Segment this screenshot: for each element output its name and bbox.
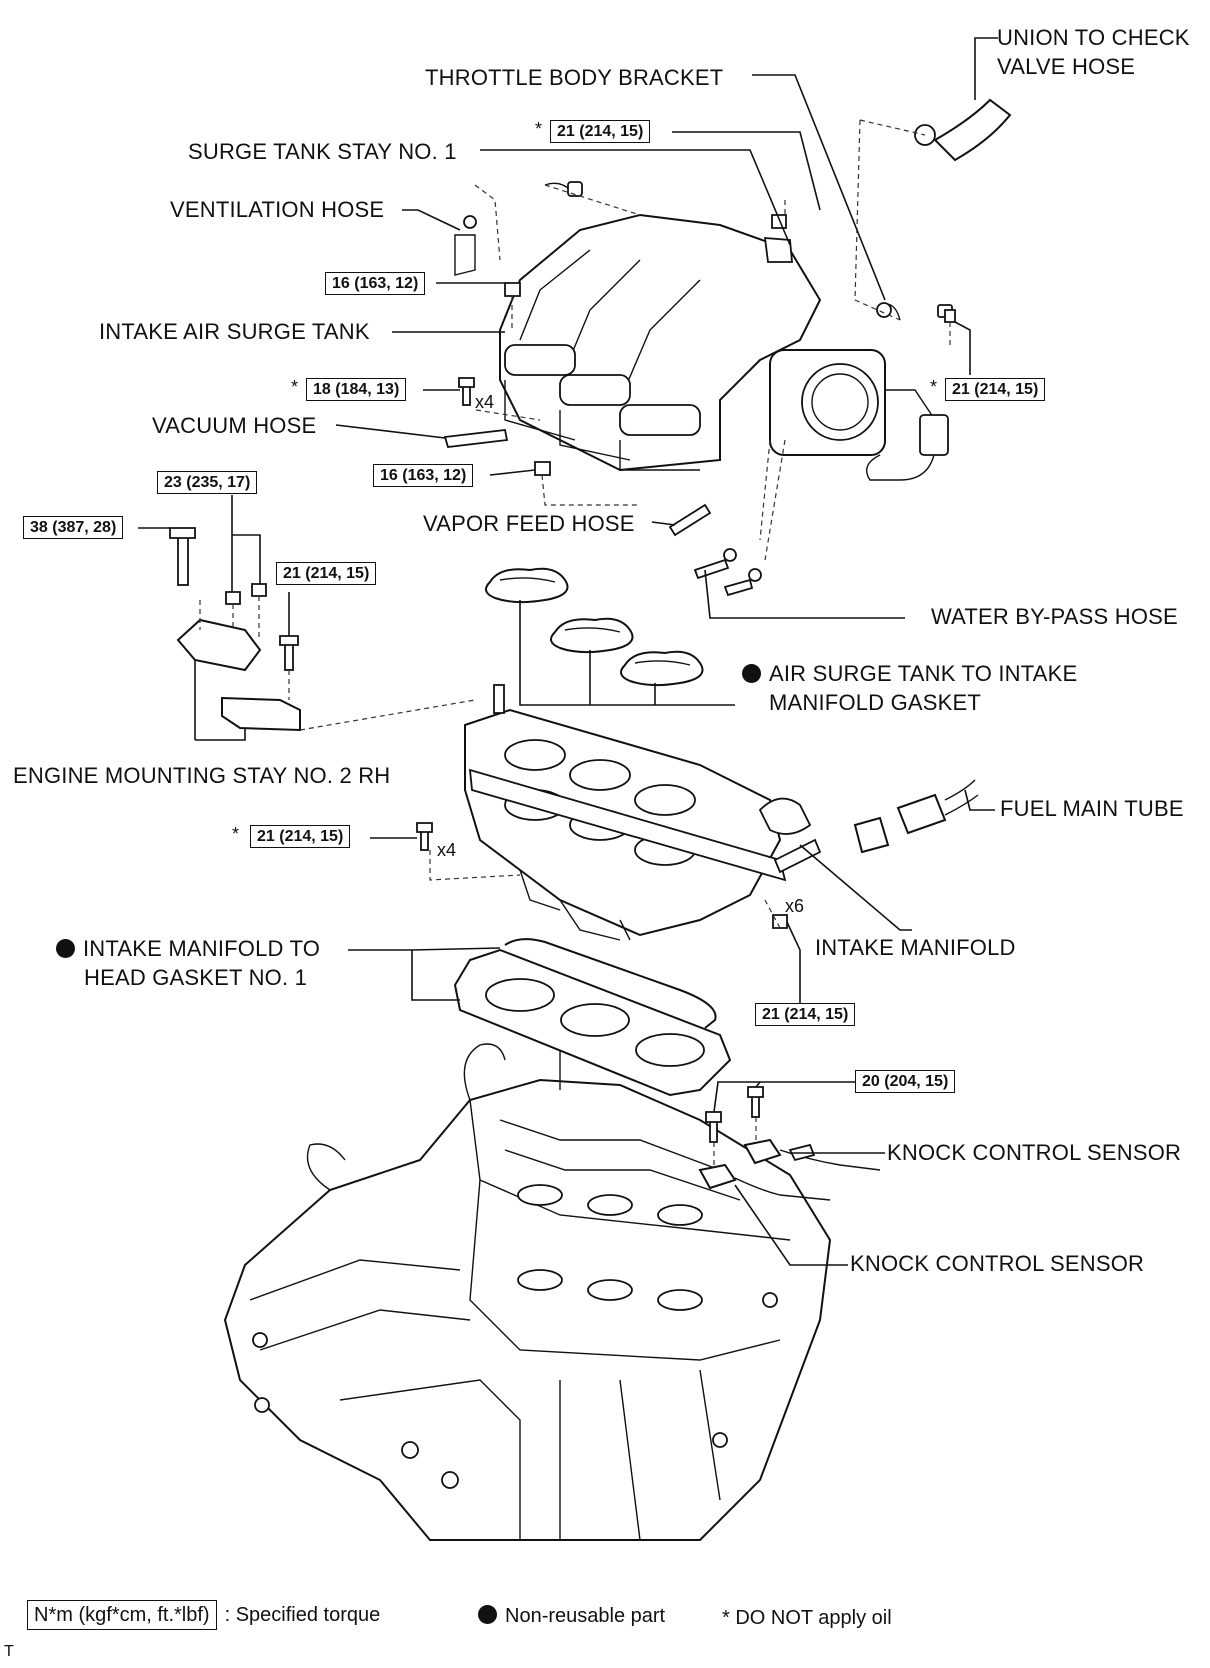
throttle-body-drawing [769, 349, 949, 481]
label-union-check-valve-hose-2: VALVE HOSE [997, 54, 1136, 79]
label-surge-tank-stay: SURGE TANK STAY NO. 1 [188, 139, 457, 164]
torque-manifold-nuts: 21 (214, 15) [755, 1003, 856, 1026]
label-vapor-feed-hose: VAPOR FEED HOSE [423, 511, 635, 536]
torque-throttle-right: 21 (214, 15) [945, 378, 1046, 401]
no-oil-star: * [291, 377, 299, 397]
torque-manifold-bolts: 21 (214, 15) [250, 825, 351, 848]
intake-manifold-drawing [464, 684, 822, 941]
legend-nonreusable: Non-reusable part [478, 1603, 665, 1629]
count-x6: x6 [785, 896, 805, 916]
leader-lines [138, 37, 998, 1266]
label-engine-mounting-stay: ENGINE MOUNTING STAY NO. 2 RH [13, 763, 391, 788]
corner-mark: T [4, 1643, 14, 1660]
label-union-check-valve-hose-1: UNION TO CHECK [997, 25, 1190, 50]
label-intake-manifold: INTAKE MANIFOLD [815, 935, 1016, 960]
legend-torque-text: : Specified torque [224, 1604, 381, 1626]
label-head-gasket-1: INTAKE MANIFOLD TO [56, 935, 320, 962]
fasteners-drawing [416, 282, 956, 1143]
label-surge-gasket-1: AIR SURGE TANK TO INTAKE [742, 660, 1077, 687]
surge-gaskets-drawing [485, 567, 704, 687]
label-head-gasket-text: INTAKE MANIFOLD TO [83, 936, 321, 961]
non-reusable-dot-icon [742, 664, 761, 683]
torque-stay-nuts: 23 (235, 17) [157, 471, 258, 494]
label-ventilation-hose: VENTILATION HOSE [170, 197, 385, 222]
label-knock-sensor-2: KNOCK CONTROL SENSOR [850, 1251, 1145, 1276]
label-surge-gasket-2: MANIFOLD GASKET [769, 690, 982, 715]
label-intake-air-surge-tank: INTAKE AIR SURGE TANK [99, 319, 370, 344]
fuel-tube-drawing [853, 779, 979, 854]
torque-surge-bolts: 18 (184, 13) [306, 378, 407, 401]
legend-nonreusable-text: Non-reusable part [505, 1605, 666, 1627]
torque-surge-lower: 16 (163, 12) [373, 464, 474, 487]
label-water-bypass-hose: WATER BY-PASS HOSE [931, 604, 1178, 629]
non-reusable-dot-icon [478, 1605, 497, 1624]
count-x4-manifold: x4 [437, 840, 457, 860]
torque-surge-left: 16 (163, 12) [325, 272, 426, 295]
label-fuel-main-tube: FUEL MAIN TUBE [1000, 796, 1184, 821]
torque-stay-bolt: 38 (387, 28) [23, 516, 124, 539]
engine-stay-drawing [169, 527, 301, 732]
torque-knock: 20 (204, 15) [855, 1070, 956, 1093]
legend-torque-box: N*m (kgf*cm, ft.*lbf) [27, 1600, 217, 1630]
torque-bracket-top: 21 (214, 15) [550, 120, 651, 143]
count-x4-surge: x4 [475, 392, 495, 412]
no-oil-star: * [930, 377, 938, 397]
hoses-drawing [443, 98, 1012, 597]
no-oil-star: * [232, 824, 240, 844]
legend-no-oil: * DO NOT apply oil [722, 1607, 892, 1629]
no-oil-star: * [535, 119, 543, 139]
label-throttle-body-bracket: THROTTLE BODY BRACKET [425, 65, 724, 90]
surge-tank-drawing [499, 213, 822, 472]
legend-torque: N*m (kgf*cm, ft.*lbf) : Specified torque [27, 1600, 380, 1630]
non-reusable-dot-icon [56, 939, 75, 958]
assembly-dash-lines [199, 119, 951, 1165]
label-head-gasket-2: HEAD GASKET NO. 1 [84, 965, 308, 990]
label-knock-sensor-1: KNOCK CONTROL SENSOR [887, 1140, 1182, 1165]
label-surge-gasket-text: AIR SURGE TANK TO INTAKE [769, 661, 1078, 686]
head-gasket-drawing [453, 938, 732, 1097]
label-vacuum-hose: VACUUM HOSE [152, 413, 317, 438]
torque-stay-small: 21 (214, 15) [276, 562, 377, 585]
engine-block-drawing [223, 1043, 832, 1541]
